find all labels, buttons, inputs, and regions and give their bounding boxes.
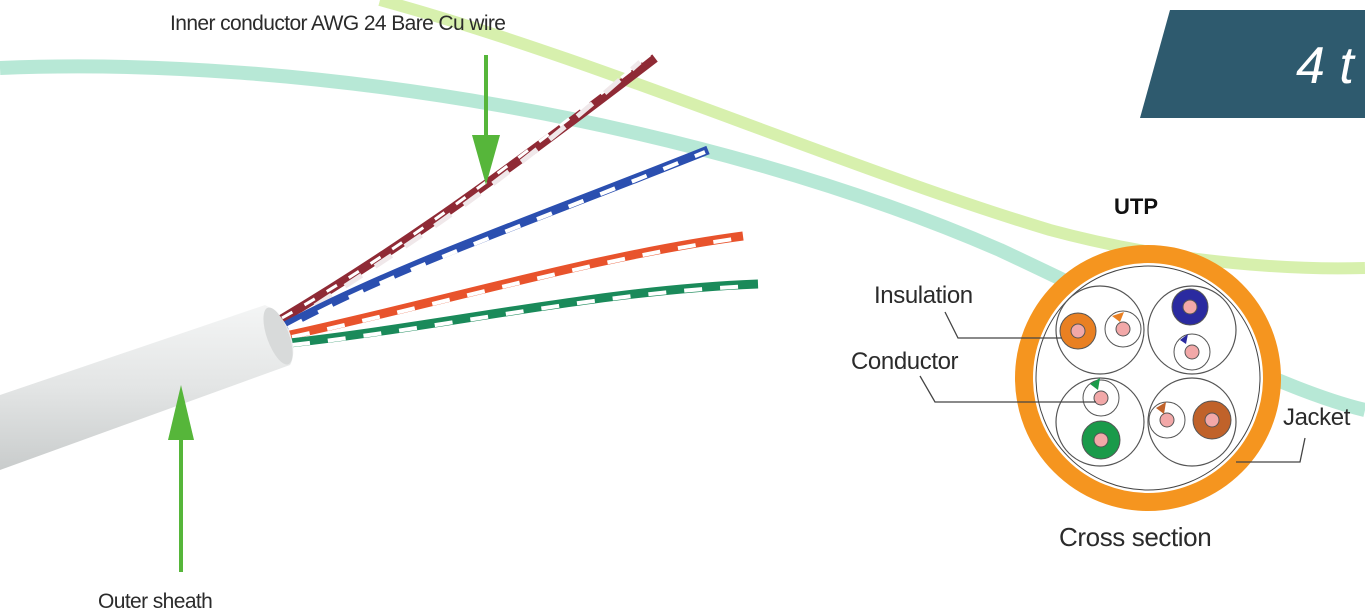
decor-curve-lime (378, 0, 1365, 275)
green-pair (289, 279, 759, 348)
insulation-label: Insulation (874, 282, 973, 309)
outer-sheath-label: Outer sheath (98, 590, 213, 613)
title-banner (1140, 10, 1365, 118)
outer-sheath (0, 305, 294, 470)
utp-label: UTP (1114, 194, 1158, 219)
orange-pair (289, 231, 744, 340)
jacket-leader (1236, 437, 1306, 463)
inner-conductor-arrow (472, 55, 500, 185)
jacket-ring (1015, 245, 1281, 511)
cross-section-diagram (1015, 245, 1281, 511)
conductor-leader (919, 375, 1096, 403)
inner-conductor-label: Inner conductor AWG 24 Bare Cu wire (170, 12, 506, 35)
brown-pair (277, 53, 658, 329)
outer-sheath-arrow (168, 385, 194, 572)
jacket-label: Jacket (1283, 404, 1350, 431)
banner-title: 4 t (1296, 37, 1354, 95)
insulation-leader (944, 311, 1062, 339)
cross-section-label: Cross section (1059, 522, 1212, 552)
blue-pair (282, 145, 710, 330)
conductor-label: Conductor (851, 348, 959, 375)
